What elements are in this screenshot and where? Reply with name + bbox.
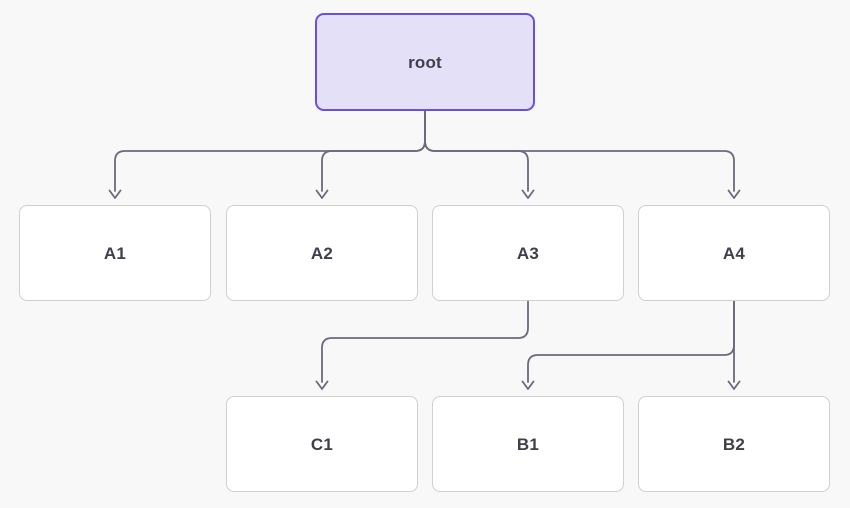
arrowhead-root-a3 [521, 189, 535, 199]
arrowhead-a4-b2 [727, 380, 741, 390]
edge-root-to-a3 [424, 110, 529, 192]
node-a2[interactable]: A2 [226, 205, 418, 301]
edge-root-to-a4 [424, 110, 735, 192]
edge-a3-to-c1 [321, 300, 529, 383]
arrowhead-root-a2 [315, 189, 329, 199]
arrowhead-a4-b1 [521, 380, 535, 390]
arrowhead-root-a4 [727, 189, 741, 199]
node-a1[interactable]: A1 [19, 205, 211, 301]
edge-root-to-a1 [114, 110, 426, 192]
node-b2-label: B2 [722, 434, 746, 454]
node-c1[interactable]: C1 [226, 396, 418, 492]
node-c1-label: C1 [310, 434, 334, 454]
node-a4-label: A4 [722, 243, 746, 263]
node-root[interactable]: root [315, 13, 535, 111]
node-a4[interactable]: A4 [638, 205, 830, 301]
node-b1-label: B1 [516, 434, 540, 454]
arrowhead-a3-c1 [315, 380, 329, 390]
node-b2[interactable]: B2 [638, 396, 830, 492]
edge-root-to-a2 [321, 110, 426, 192]
node-root-label: root [408, 52, 442, 72]
edge-a4-to-b1 [527, 300, 735, 383]
node-a3-label: A3 [516, 243, 540, 263]
node-a3[interactable]: A3 [432, 205, 624, 301]
node-a2-label: A2 [310, 243, 334, 263]
node-a1-label: A1 [103, 243, 127, 263]
arrowhead-root-a1 [108, 189, 122, 199]
node-b1[interactable]: B1 [432, 396, 624, 492]
